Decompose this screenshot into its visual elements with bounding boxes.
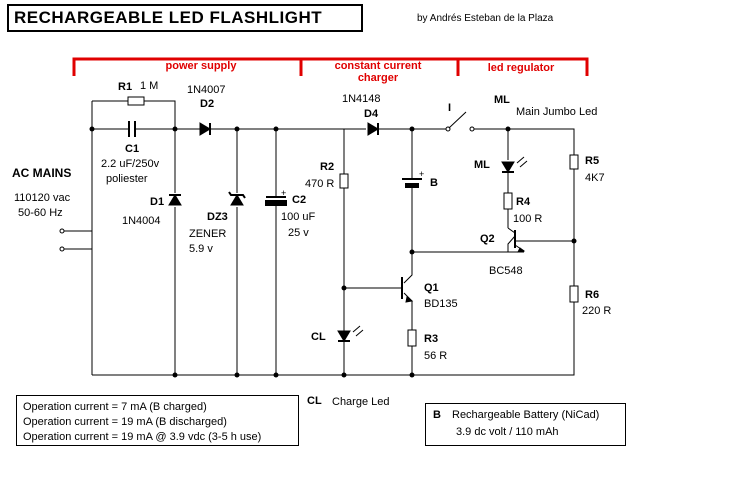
d4-ref: D4: [364, 108, 379, 120]
junction-dots: [89, 126, 577, 378]
battery-ref: B: [430, 177, 438, 189]
r2-resistor: [339, 173, 349, 189]
author-credit: by Andrés Esteban de la Plaza: [417, 13, 554, 24]
bottom-rail-wire: [92, 302, 575, 376]
battery-note-box: B Rechargeable Battery (NiCad) 3.9 dc vo…: [425, 403, 626, 446]
cl-led: [337, 325, 364, 342]
legend-cl-ref: CL: [307, 395, 322, 407]
battery-note-desc: Rechargeable Battery (NiCad): [452, 409, 600, 421]
c2-value: 100 uF: [281, 211, 316, 223]
r1-ref: R1: [118, 81, 133, 93]
r6-ref: R6: [585, 289, 600, 301]
battery-b: [402, 178, 422, 188]
page-title: RECHARGEABLE LED FLASHLIGHT: [14, 8, 323, 27]
q2-part: BC548: [489, 265, 523, 277]
ml-description: Main Jumbo Led: [516, 106, 598, 118]
d1-part: 1N4004: [122, 215, 161, 227]
ac-voltage: 110120 vac: [14, 192, 71, 204]
section-power-supply: power supply: [165, 60, 237, 72]
ml-ref: ML: [474, 159, 490, 171]
c1-type: poliester: [106, 173, 148, 185]
legend-cl-desc: Charge Led: [332, 396, 390, 408]
battery-note-ref: B: [433, 409, 441, 421]
r5-resistor: [569, 154, 579, 170]
r4-resistor: [503, 192, 513, 210]
section-led-regulator: led regulator: [487, 62, 555, 74]
d1-ref: D1: [150, 196, 165, 208]
r3-value: 56 R: [424, 350, 448, 362]
d4-part: 1N4148: [342, 93, 381, 105]
d2-part: 1N4007: [187, 84, 226, 96]
q1-ref: Q1: [424, 282, 439, 294]
d4-diode: [367, 122, 379, 136]
ac-mains-label: AC MAINS: [12, 166, 72, 180]
q1-part: BD135: [424, 298, 458, 310]
r1-resistor: [127, 96, 145, 106]
section-charger-line1: constant current: [334, 60, 422, 72]
ac-frequency: 50-60 Hz: [18, 207, 63, 219]
operation-current-box: Operation current = 7 mA (B charged) Ope…: [16, 395, 299, 446]
switch-ref: I: [448, 102, 452, 114]
r6-value: 220 R: [582, 305, 612, 317]
operation-row: Operation current = 19 mA (B discharged): [23, 416, 227, 428]
operation-row: Operation current = 7 mA (B charged): [23, 401, 207, 413]
q2-ref: Q2: [480, 233, 495, 245]
r4-ref: R4: [516, 196, 531, 208]
ac-input-terminals: [59, 228, 92, 252]
c2-capacitor: [265, 196, 287, 206]
r6-resistor: [569, 285, 579, 303]
d2-ref: D2: [200, 98, 215, 110]
operation-row: Operation current = 19 mA @ 3.9 vdc (3-5…: [23, 431, 262, 443]
d2-diode: [199, 122, 211, 136]
r2-value: 470 R: [305, 178, 335, 190]
top-rail-wire: [91, 100, 575, 375]
ml-led: [501, 156, 528, 173]
c2-ref: C2: [292, 194, 307, 206]
c2-plus-sign: +: [281, 188, 287, 198]
r1-value: 1 M: [140, 80, 159, 92]
battery-note-spec: 3.9 dc volt / 110 mAh: [456, 426, 559, 438]
d1-diode: [168, 194, 182, 206]
ml-top-ref: ML: [494, 94, 510, 106]
dz3-value: 5.9 v: [189, 243, 213, 255]
c1-value: 2.2 uF/250v: [101, 158, 160, 170]
r5-value: 4K7: [585, 172, 605, 184]
r4-value: 100 R: [513, 213, 543, 225]
r3-resistor: [407, 329, 417, 347]
c2-voltage: 25 v: [288, 227, 309, 239]
dz3-type: ZENER: [189, 228, 227, 240]
r2-ref: R2: [320, 161, 335, 173]
r3-ref: R3: [424, 333, 439, 345]
dz3-ref: DZ3: [207, 211, 228, 223]
dz3-zener: [228, 191, 246, 206]
cl-ref: CL: [311, 331, 326, 343]
r5-ref: R5: [585, 155, 600, 167]
section-brackets: [72, 57, 589, 76]
section-charger-line2: charger: [357, 72, 399, 84]
c1-capacitor: [128, 121, 136, 137]
switch-i: [445, 111, 475, 132]
title-box: [7, 4, 363, 32]
battery-plus-sign: +: [419, 169, 425, 179]
c1-ref: C1: [125, 143, 140, 155]
